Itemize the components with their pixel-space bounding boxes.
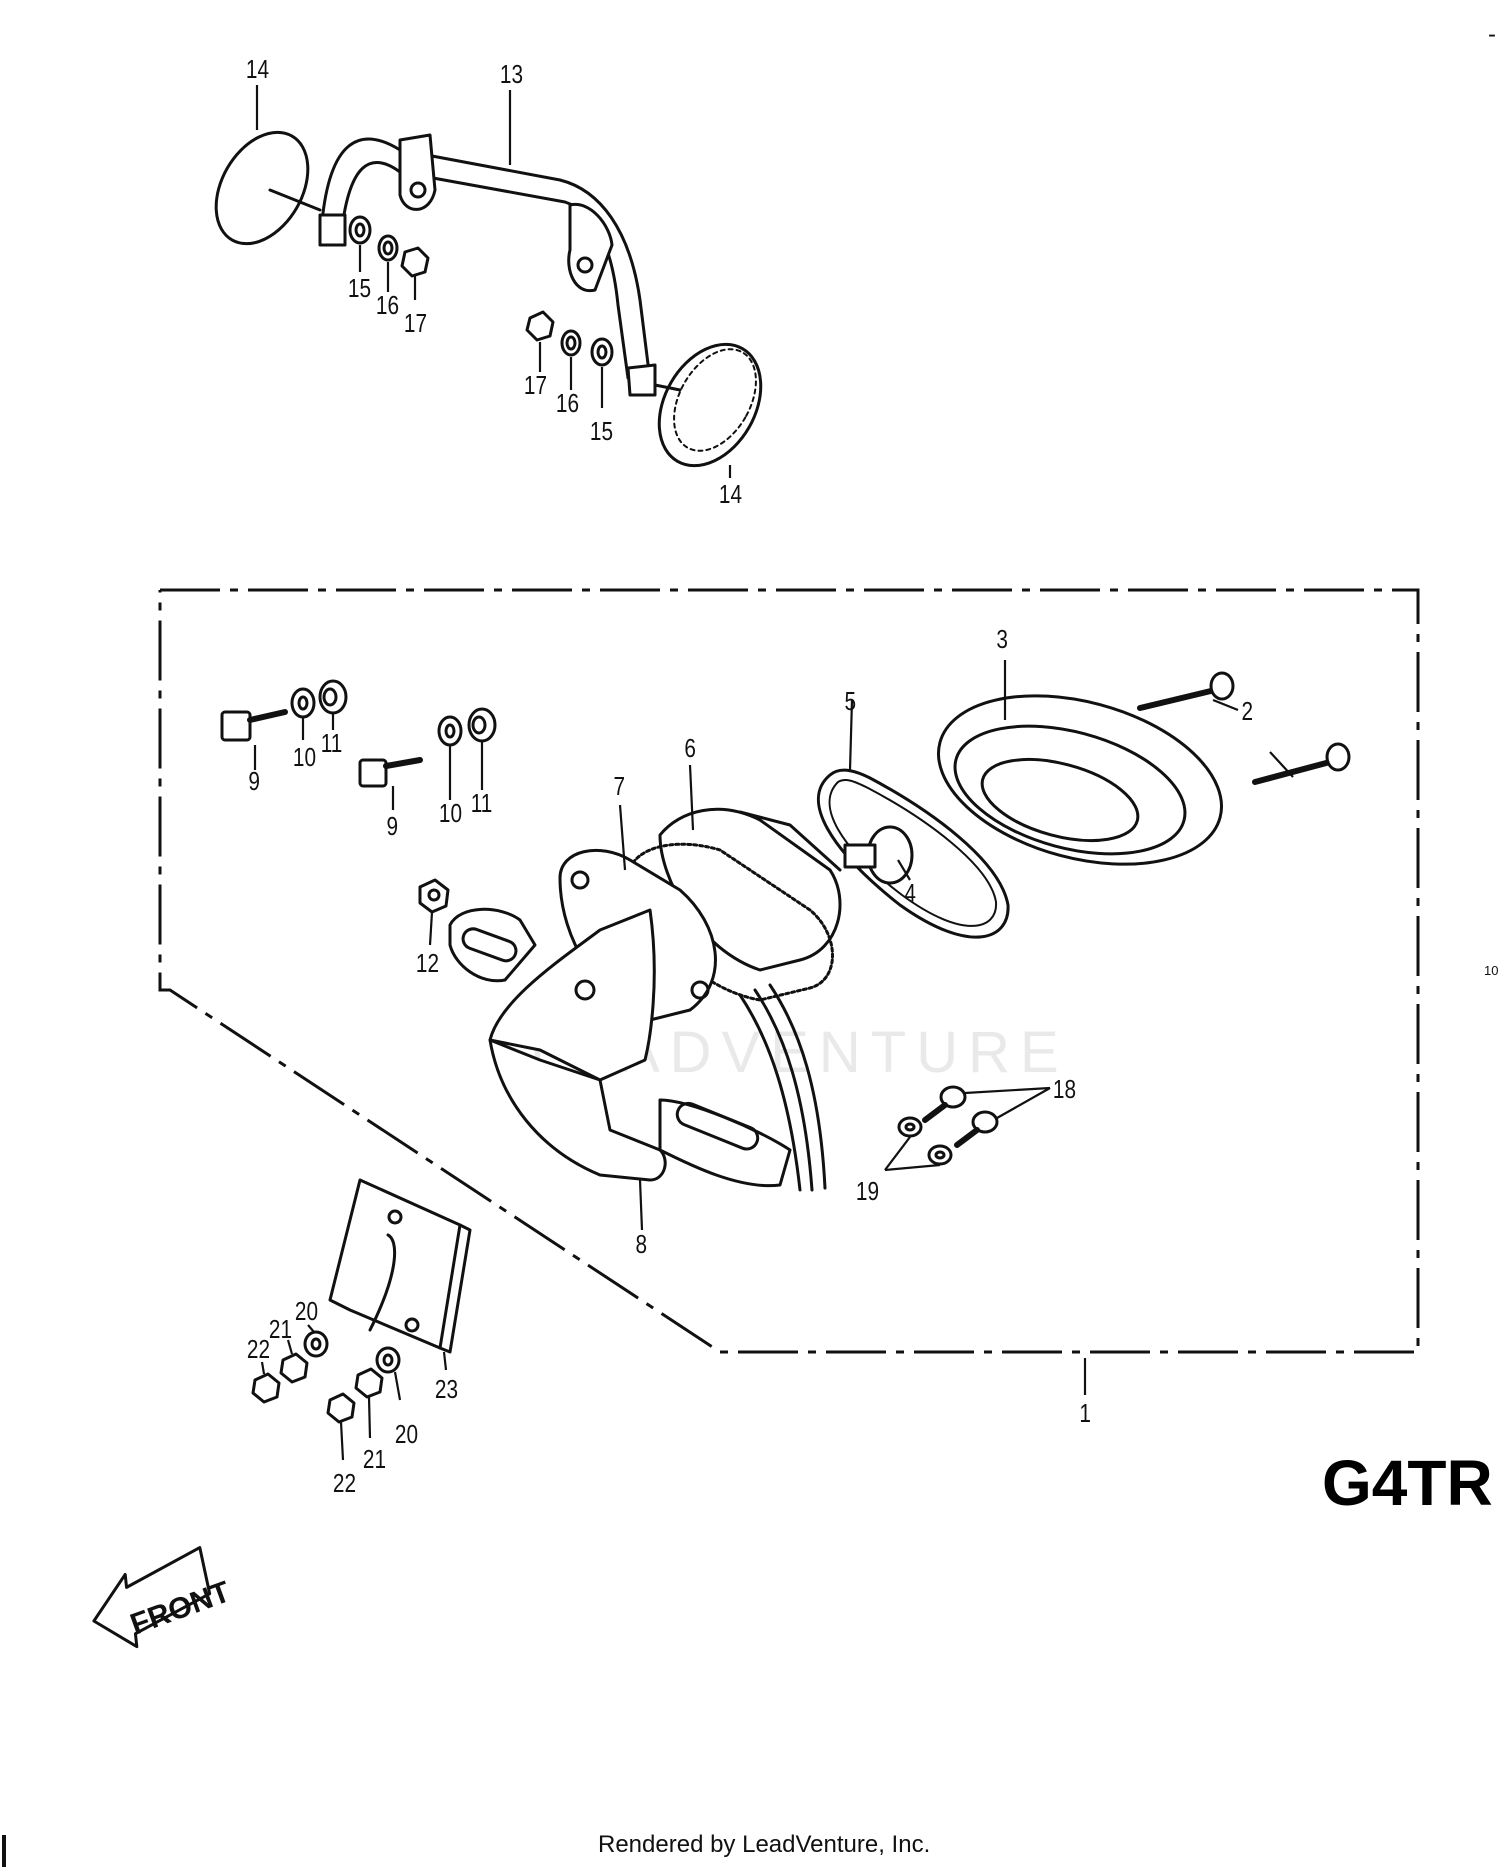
- washer-16a[interactable]: [377, 234, 399, 262]
- washer-15b[interactable]: [590, 337, 614, 367]
- bolt-2a[interactable]: [1137, 671, 1235, 711]
- edge-mark-top-right: -: [1488, 21, 1496, 48]
- washer-19a[interactable]: [897, 1116, 923, 1138]
- callout-19: 19: [856, 1177, 879, 1206]
- washer-15a[interactable]: [348, 215, 372, 245]
- footer-credit: Rendered by LeadVenture, Inc.: [598, 1831, 930, 1858]
- callout-9: 9: [386, 812, 398, 841]
- callout-20: 20: [395, 1420, 418, 1449]
- callout-6: 6: [684, 734, 696, 763]
- callout-7: 7: [613, 772, 625, 801]
- nut-22b[interactable]: [326, 1392, 356, 1424]
- callout-22: 22: [333, 1469, 356, 1498]
- washer-20b[interactable]: [375, 1346, 401, 1374]
- washer-10b[interactable]: [437, 715, 463, 747]
- callout-8: 8: [635, 1230, 647, 1259]
- license-bracket[interactable]: [448, 848, 827, 1192]
- reflector-right[interactable]: [639, 326, 782, 484]
- callout-1: 1: [1079, 1399, 1091, 1428]
- screw-18a[interactable]: [922, 1085, 967, 1123]
- leader-lines: [253, 85, 1294, 1461]
- callout-14: 14: [246, 55, 269, 84]
- callout-12: 12: [416, 949, 439, 978]
- callout-4: 4: [904, 879, 916, 908]
- grommet-11b[interactable]: [467, 707, 497, 743]
- callout-16: 16: [556, 389, 579, 418]
- callout-5: 5: [844, 687, 856, 716]
- washer-20a[interactable]: [303, 1330, 329, 1358]
- washer-10a[interactable]: [290, 687, 316, 719]
- callout-14: 14: [719, 480, 742, 509]
- reflector-bracket[interactable]: [318, 133, 657, 397]
- nut-12[interactable]: [418, 878, 450, 914]
- callout-11: 11: [471, 789, 493, 818]
- callout-16: 16: [376, 291, 399, 320]
- callout-15: 15: [590, 417, 613, 446]
- callout-3: 3: [996, 625, 1008, 654]
- callout-15: 15: [348, 274, 371, 303]
- callout-21: 21: [269, 1315, 292, 1344]
- callout-10: 10: [439, 799, 462, 828]
- callout-23: 23: [435, 1375, 458, 1404]
- grommet-11a[interactable]: [318, 679, 348, 715]
- tail-lens[interactable]: [920, 667, 1240, 893]
- screw-9b[interactable]: [358, 757, 423, 788]
- screw-18b[interactable]: [954, 1110, 999, 1148]
- callout-9: 9: [248, 767, 260, 796]
- washer-16b[interactable]: [560, 329, 582, 357]
- nut-21b[interactable]: [354, 1367, 384, 1399]
- callout-20: 20: [295, 1297, 318, 1326]
- callout-22: 22: [247, 1335, 270, 1364]
- nut-21a[interactable]: [279, 1352, 309, 1384]
- assembly-frame: [158, 588, 1420, 1354]
- callout-2: 2: [1241, 697, 1253, 726]
- nut-22a[interactable]: [251, 1372, 281, 1404]
- screw-9a[interactable]: [220, 709, 288, 742]
- callout-10: 10: [293, 743, 316, 772]
- callout-21: 21: [363, 1445, 386, 1474]
- callout-17: 17: [404, 309, 427, 338]
- license-plate[interactable]: [328, 1178, 472, 1354]
- callout-18: 18: [1053, 1075, 1076, 1104]
- model-code: G4TR: [1322, 1447, 1493, 1519]
- front-arrow: FRONT: [92, 1546, 235, 1649]
- reflector-left[interactable]: [197, 116, 326, 260]
- bulb[interactable]: [843, 825, 914, 885]
- callout-17: 17: [524, 371, 547, 400]
- nut-17a[interactable]: [400, 246, 430, 278]
- bolt-2b[interactable]: [1252, 742, 1351, 785]
- callout-13: 13: [500, 60, 523, 89]
- nut-17b[interactable]: [525, 310, 555, 342]
- callout-11: 11: [321, 729, 343, 758]
- callout-labels: 14 13 15 16 17 17 16 15 14 3 2 5 6 7 4 8…: [246, 55, 1253, 1498]
- washer-19b[interactable]: [927, 1144, 953, 1166]
- edge-mark-right: 10: [1484, 963, 1498, 978]
